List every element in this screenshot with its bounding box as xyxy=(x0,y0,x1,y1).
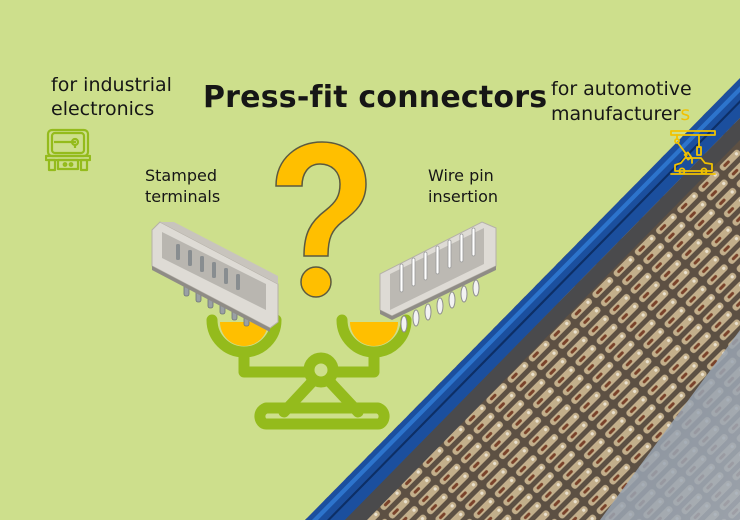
question-mark-icon xyxy=(275,141,367,298)
stamped-line1: Stamped xyxy=(145,166,217,185)
wirepin-line2: insertion xyxy=(428,187,498,206)
balance-scale-icon xyxy=(206,314,412,430)
automotive-line2-text: manufacturer xyxy=(551,103,681,125)
connector-header-wire-pin xyxy=(379,221,497,333)
stamped-line2: terminals xyxy=(145,187,221,206)
industrial-electronics-label: for industrial electronics xyxy=(51,73,172,121)
automotive-line2-tail: s xyxy=(680,103,691,125)
wire-pin-insertion-label: Wire pin insertion xyxy=(428,165,498,207)
wirepin-line1: Wire pin xyxy=(428,166,494,185)
industrial-line2: electronics xyxy=(51,98,155,120)
connector-header-stamped xyxy=(151,221,279,332)
automotive-line2: manufacturers xyxy=(551,102,692,127)
page-title: Press-fit connectors xyxy=(203,80,548,115)
automotive-manufacturers-label: for automotive manufacturers xyxy=(551,77,692,127)
industrial-machine-icon xyxy=(45,128,91,172)
car-assembly-robot-icon xyxy=(670,130,716,175)
automotive-line1: for automotive xyxy=(551,78,692,100)
industrial-line1: for industrial xyxy=(51,74,172,96)
stamped-terminals-label: Stamped terminals xyxy=(145,165,220,207)
